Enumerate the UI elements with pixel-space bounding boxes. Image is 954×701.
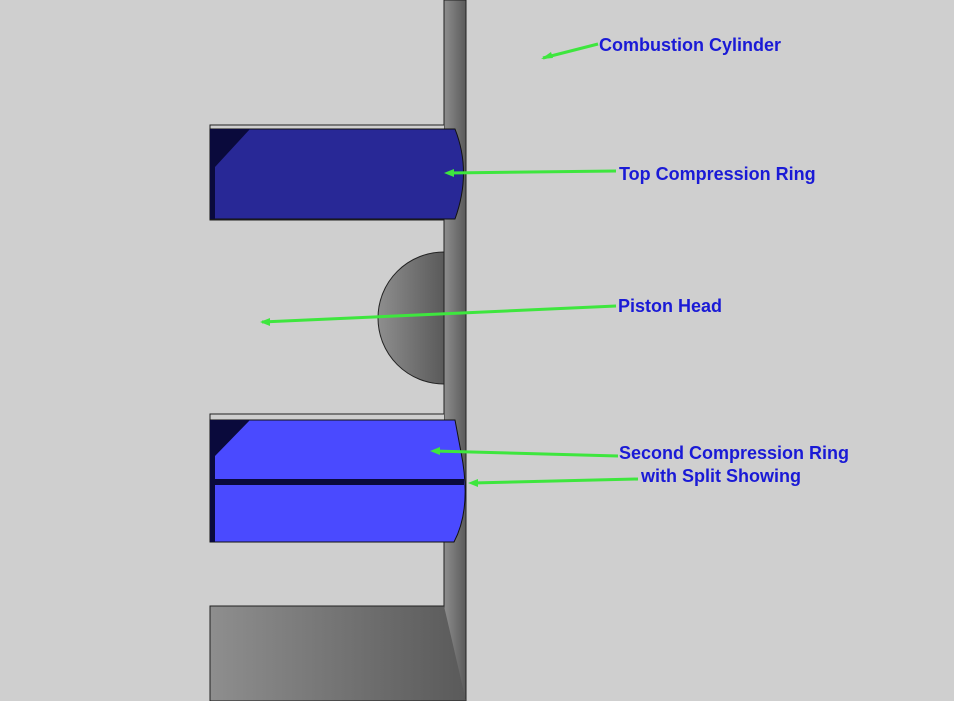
leader-piston-head: [261, 304, 617, 324]
top-compression-ring: [209, 128, 464, 220]
arrowhead-piston-head: [260, 318, 270, 326]
label-combustion-cylinder: Combustion Cylinder: [599, 35, 781, 55]
label-top-compression-ring: Top Compression Ring: [619, 164, 816, 184]
piston-body: [209, 605, 466, 701]
top-ring-corner: [210, 129, 250, 219]
leader-second-ring: [433, 449, 619, 458]
cylinder-wall: [443, 0, 467, 701]
label-piston-head: Piston Head: [618, 296, 722, 316]
leader-top-ring: [447, 169, 617, 175]
arrowhead-second-ring: [430, 447, 440, 455]
arrowhead-ring-split: [468, 479, 478, 487]
label-second-compression-ring: Second Compression Ring: [619, 443, 849, 463]
piston-head-bump: [377, 251, 445, 385]
label-split-showing: with Split Showing: [640, 466, 801, 486]
arrowhead-top-ring: [444, 169, 454, 177]
leader-ring-split: [471, 477, 639, 485]
second-ring-corner: [210, 420, 250, 542]
ring-split-line: [211, 479, 464, 485]
arrowhead-combustion-cylinder: [541, 52, 553, 59]
